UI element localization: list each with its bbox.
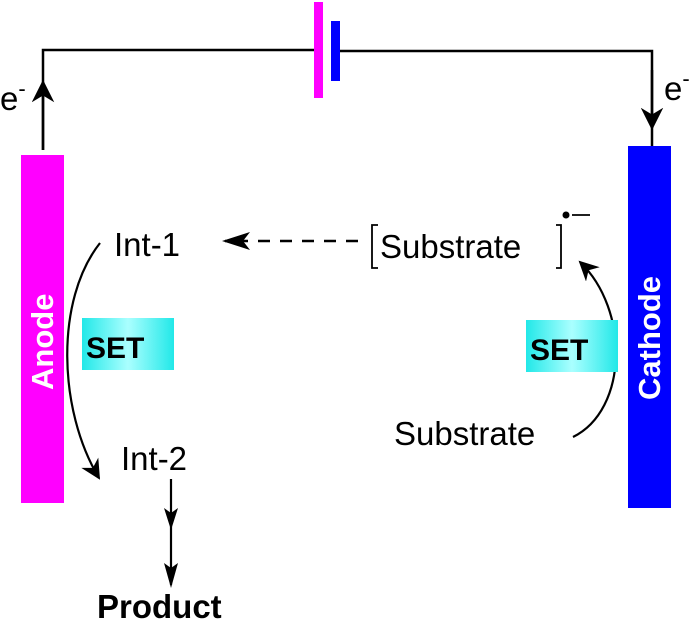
circuit-wire-left xyxy=(41,48,316,150)
battery-negative-plate xyxy=(331,21,340,81)
right-bracket xyxy=(556,224,562,269)
electron-label-left: e- xyxy=(0,76,26,117)
set-text-left: SET xyxy=(86,332,144,365)
anode-label: Anode xyxy=(25,294,60,390)
set-label-left: SET xyxy=(82,318,174,370)
int2-label: Int-2 xyxy=(121,440,187,477)
dashed-arrowhead xyxy=(222,232,250,250)
substrate-radical-anion: Substrate xyxy=(371,211,590,269)
substrate-label: Substrate xyxy=(394,415,535,452)
anode-electrode xyxy=(21,155,64,503)
set-highlight-left xyxy=(82,318,174,370)
end-arrowhead xyxy=(164,563,178,588)
circuit-wire-right xyxy=(340,49,654,146)
set-highlight-right xyxy=(526,320,618,372)
int1-label: Int-1 xyxy=(114,226,180,263)
product-label: Product xyxy=(97,588,222,625)
electron-label-right: e- xyxy=(664,66,690,107)
mid-arrowhead xyxy=(164,508,178,530)
substrate-radical-label: Substrate xyxy=(380,228,521,265)
battery-positive-plate xyxy=(314,2,323,98)
set-text-right: SET xyxy=(530,334,588,367)
cathode-label: Cathode xyxy=(632,276,667,400)
battery-icon xyxy=(314,2,340,98)
radical-dot xyxy=(562,211,570,219)
anode-set-arrow xyxy=(66,242,101,480)
set-label-right: SET xyxy=(526,320,618,372)
left-bracket xyxy=(371,224,378,269)
cathode-electrode xyxy=(628,146,671,508)
